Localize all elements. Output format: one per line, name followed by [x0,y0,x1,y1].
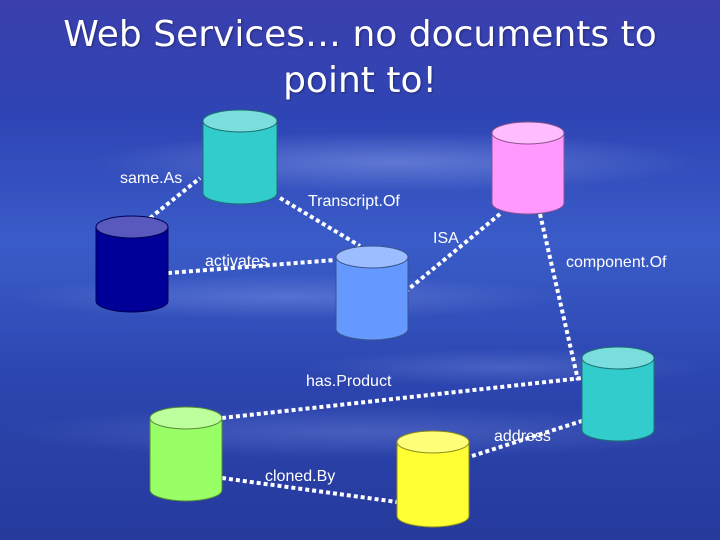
cylinder-top [396,430,470,454]
label-componentof: component.Of [566,254,667,271]
cylinder-top [202,109,278,133]
cylinder-top [581,346,655,370]
edge-sameas [148,176,202,220]
label-transcriptof: Transcript.Of [308,193,400,210]
edge-hasproduct [221,376,583,420]
cylinder-teal-top [202,109,278,205]
edge-isa [403,212,502,294]
edge-transcriptof [278,196,362,248]
cylinder-top [491,121,565,145]
cylinder-body [95,226,169,313]
slide-title: Web Services… no documents to point to! [0,12,720,104]
label-clonedby: cloned.By [265,468,335,485]
edge-address [471,418,586,458]
cylinder-navy [95,215,169,313]
edge-componentof [538,213,580,381]
cylinder-top [149,406,223,430]
edges [148,176,586,504]
cylinder-teal-right [581,346,655,442]
nodes [95,109,655,528]
label-activates: activates [205,253,268,270]
cylinder-top [95,215,169,239]
label-sameas: same.As [120,170,182,187]
title-line-1: Web Services… no documents to [63,14,657,55]
title-line-2: point to! [283,60,437,101]
cylinder-body [202,120,278,205]
cylinder-body [396,441,470,528]
edge-clonedby [221,476,398,504]
cylinder-green [149,406,223,502]
cylinder-body [149,417,223,502]
cylinder-pink [491,121,565,215]
cylinder-body [335,256,409,341]
label-isa: ISA [433,230,459,247]
cylinder-body [491,132,565,215]
label-hasproduct: has.Product [306,373,392,390]
cylinder-body [581,357,655,442]
cylinder-blue-center [335,245,409,341]
cylinder-yellow [396,430,470,528]
label-address: address [494,428,551,445]
cylinder-top [335,245,409,269]
